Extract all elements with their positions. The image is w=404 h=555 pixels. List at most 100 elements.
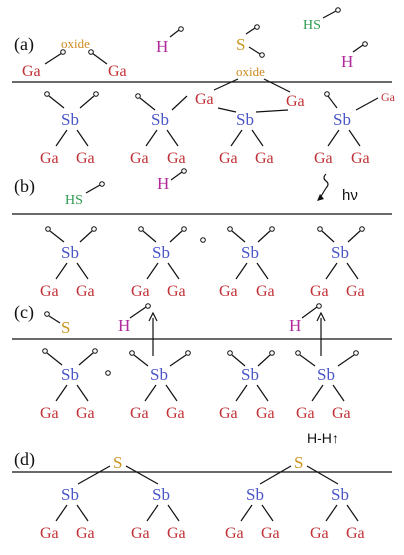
hs-molecule-b1: HS bbox=[65, 193, 83, 208]
oxide-bond-mid-1 bbox=[213, 78, 239, 91]
ga-atom: Ga bbox=[261, 525, 280, 542]
sb-unit-c1: Sb Ga Ga bbox=[40, 348, 98, 422]
dangling-dot bbox=[181, 168, 187, 174]
ga-atom: Ga bbox=[332, 405, 351, 422]
panel-a-label: (a) bbox=[14, 34, 34, 55]
s-sb-bond-d1-left bbox=[77, 465, 111, 485]
sb-bond-down-left bbox=[55, 384, 68, 402]
ga-atom: Ga bbox=[131, 283, 150, 300]
sb-atom: Sb bbox=[61, 365, 79, 384]
oxide-label-left: oxide bbox=[61, 36, 90, 51]
panel-c: (c) S H H Sb Ga Ga bbox=[12, 302, 392, 446]
sb-unit-d4: Sb Ga Ga bbox=[310, 485, 365, 542]
sb-bond-down-right bbox=[256, 262, 269, 280]
sb-atom: Sb bbox=[331, 243, 349, 262]
sb-bond-down-right bbox=[76, 129, 89, 147]
s-bond-c1 bbox=[48, 315, 61, 324]
panel-a: (a) oxide Ga Ga H S HS H oxide Ga Ga Ga bbox=[12, 7, 396, 167]
dangling-dot bbox=[362, 41, 368, 47]
sb-atom: Sb bbox=[61, 243, 79, 262]
sb-bond-up-right bbox=[78, 352, 94, 366]
sb-bond-down-left bbox=[325, 504, 338, 522]
sb-bond-down-right bbox=[346, 504, 359, 522]
oxide-bond-left-1 bbox=[44, 52, 63, 65]
ga-atom-surface-a2: Ga bbox=[108, 63, 127, 80]
photon-wave-icon bbox=[323, 173, 329, 189]
dangling-dot bbox=[353, 350, 359, 356]
dangling-dot bbox=[317, 226, 323, 232]
sb-bond-down-right bbox=[167, 262, 180, 280]
sb-bond-down-right bbox=[251, 129, 264, 147]
ga-atom: Ga bbox=[314, 150, 333, 167]
dangling-dot bbox=[88, 49, 94, 55]
dangling-dot bbox=[269, 350, 275, 356]
sb-bond-down-left bbox=[144, 384, 157, 402]
dangling-dot bbox=[324, 91, 330, 97]
ga-atom-surface-a5: Ga bbox=[381, 90, 396, 104]
sb-unit-d1: Sb Ga Ga bbox=[40, 485, 95, 542]
sb-bond-up-left bbox=[48, 95, 65, 109]
sb-atom: Sb bbox=[61, 485, 79, 504]
ga-atom: Ga bbox=[256, 283, 275, 300]
sb-bond-up-left bbox=[231, 354, 246, 367]
s-bond-a1-top bbox=[245, 27, 256, 35]
ga-atom: Ga bbox=[310, 283, 329, 300]
h-bond-a2 bbox=[352, 44, 364, 53]
h-atom-a2: H bbox=[341, 52, 353, 71]
dangling-dot bbox=[60, 49, 66, 55]
ga-atom: Ga bbox=[76, 283, 95, 300]
sb-bond-up-right bbox=[169, 354, 187, 367]
dangling-dot bbox=[138, 226, 144, 232]
dangling-dot bbox=[335, 7, 341, 13]
sb-bond-up-left bbox=[142, 230, 157, 243]
s-bond-a1-bottom bbox=[248, 46, 261, 55]
sb-unit-b1: Sb Ga Ga bbox=[40, 226, 97, 300]
sb-bond-down-left bbox=[235, 262, 248, 280]
sb-unit-d3: Sb Ga Ga bbox=[225, 485, 280, 542]
h-bond-c1 bbox=[129, 306, 147, 319]
ga-atom: Ga bbox=[130, 150, 149, 167]
ga-atom: Ga bbox=[76, 150, 95, 167]
h-atom-c2: H bbox=[289, 316, 301, 335]
arrow-up-icon bbox=[316, 311, 326, 322]
sb-atom: Sb bbox=[152, 485, 170, 504]
arrow-up-icon bbox=[148, 311, 158, 322]
dangling-dot bbox=[99, 181, 105, 187]
h2-release-label: H-H↑ bbox=[307, 430, 339, 446]
sb-bond-down-left bbox=[55, 129, 68, 147]
ga-atom: Ga bbox=[255, 150, 274, 167]
sb-unit-a2: Sb Ga Ga bbox=[130, 93, 188, 167]
sb-bond-down-left bbox=[55, 504, 68, 522]
sb-unit-c4: Sb Ga Ga bbox=[295, 350, 359, 422]
ga-atom: Ga bbox=[76, 525, 95, 542]
sb-unit-a3: Sb Ga Ga bbox=[217, 107, 289, 167]
sb-bond-down-right bbox=[256, 384, 269, 402]
sb-bond-up-left bbox=[327, 95, 338, 109]
ga-atom: Ga bbox=[351, 150, 370, 167]
s-bridge-atom-d2: S bbox=[294, 453, 303, 472]
dangling-dot bbox=[259, 52, 265, 58]
oxide-label-mid: oxide bbox=[236, 64, 265, 79]
sb-bond-up-right bbox=[79, 230, 93, 243]
sb-unit-c3: Sb Ga Ga bbox=[219, 350, 275, 422]
oxide-bond-mid-2 bbox=[263, 78, 291, 93]
sb-atom: Sb bbox=[61, 110, 79, 129]
h-bond-a1 bbox=[169, 29, 180, 38]
photon-label: hν bbox=[342, 187, 358, 204]
dangling-dot bbox=[227, 226, 233, 232]
sb-bond-up-right bbox=[79, 95, 95, 109]
free-radical-dot bbox=[105, 370, 111, 376]
sb-atom: Sb bbox=[246, 485, 264, 504]
dangling-dot bbox=[181, 226, 187, 232]
ga-atom: Ga bbox=[76, 405, 95, 422]
sb-atom: Sb bbox=[152, 243, 170, 262]
sb-bond-up-right bbox=[169, 230, 183, 243]
sb-atom: Sb bbox=[236, 110, 254, 129]
s-bridge-atom-d1: S bbox=[113, 453, 122, 472]
dangling-dot bbox=[45, 226, 51, 232]
sb-unit-a1: Sb Ga Ga bbox=[40, 91, 99, 167]
dangling-dot bbox=[227, 350, 233, 356]
sb-bond-up-left bbox=[231, 230, 246, 243]
sb-atom: Sb bbox=[150, 365, 168, 384]
sb-bond-up-left bbox=[133, 354, 149, 367]
